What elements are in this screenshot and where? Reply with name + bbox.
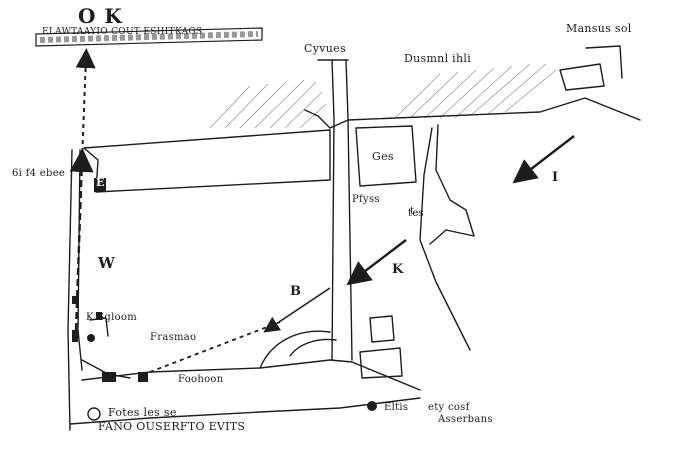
road-network [67, 45, 641, 431]
marker-b: B [290, 284, 302, 299]
mid-marker: t [410, 206, 415, 217]
label-top-center: Cyvues [304, 42, 346, 55]
marker-e: E [96, 176, 105, 189]
label-top-right-mid: Dusmnl ihli [404, 52, 472, 65]
label-top-right-corner: Mansus sol [566, 22, 632, 35]
label-left-small-a: K Sgloom [86, 312, 138, 323]
label-bottom-mid: Eltis [384, 402, 409, 413]
marker-k: K [392, 262, 404, 277]
label-left-small-b: Frasmao [150, 332, 197, 343]
label-block-left: Pfyss [352, 194, 380, 205]
map-symbols [72, 178, 377, 421]
right-marker: I [552, 170, 559, 185]
hatch-area-top [209, 63, 557, 129]
header-strip [35, 27, 263, 47]
label-bottom-road: Foohoon [178, 374, 224, 385]
marker-w: W [98, 254, 116, 272]
label-block-center: Ges [372, 150, 394, 163]
legend-line-1: Fotes les se [108, 406, 177, 419]
label-block-small: tes [408, 208, 424, 219]
bottom-right-line-2: Asserbans [438, 414, 493, 425]
legend-line-2: FANO OUSERFTO EVITS [98, 420, 246, 433]
label-left-margin: 6i f4 ebee [12, 168, 66, 179]
header-strip-text: ELAWTAAYIO COUT ESHITKAGS [42, 27, 203, 37]
map-header-code: O K [78, 4, 123, 28]
bottom-right-line-1: ety cosf [428, 402, 470, 413]
